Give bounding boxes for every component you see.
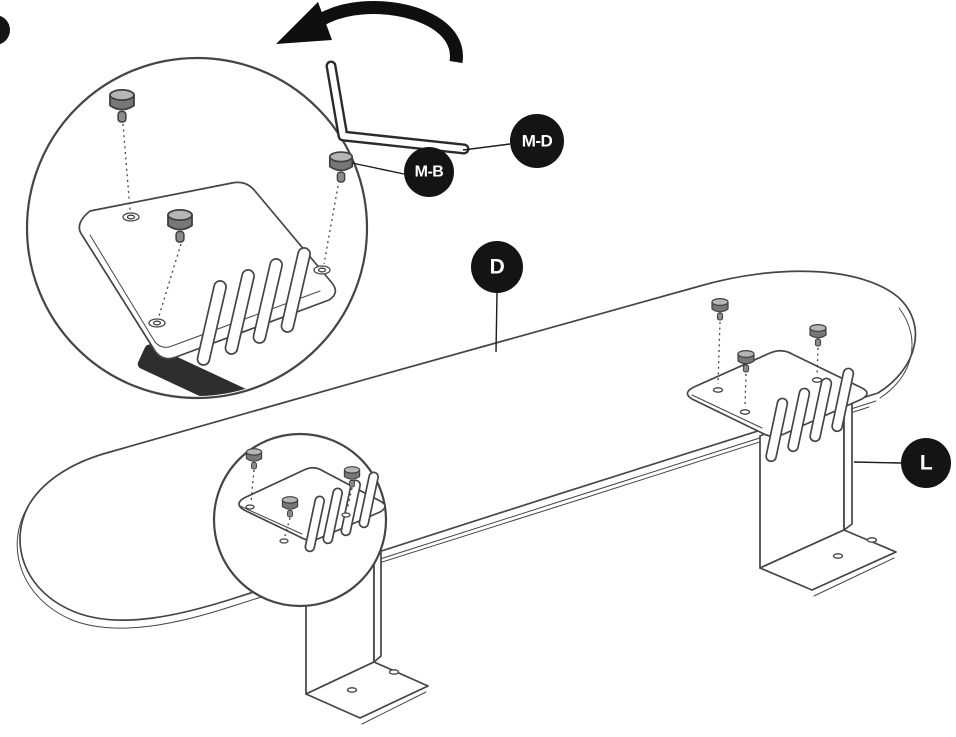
callout-l: L: [853, 438, 951, 488]
slot: [831, 367, 855, 433]
badge-circle: [901, 438, 951, 488]
badge-label: D: [490, 256, 505, 279]
badge-label: M-D: [522, 132, 553, 151]
foot-hole: [388, 669, 400, 675]
deck-right-cap-line: [879, 307, 913, 399]
alignment-dotted-line: [158, 243, 182, 317]
bracket-slots-detail: [196, 247, 311, 366]
callout-md: M-D: [462, 114, 564, 168]
alignment-dotted-line: [816, 347, 819, 375]
leader-line: [853, 461, 902, 464]
leader-line: [495, 292, 498, 353]
bent-edge: [137, 344, 255, 396]
slot: [224, 269, 255, 355]
screw-hole: [279, 538, 289, 544]
alignment-dotted-line: [346, 487, 353, 511]
l-bracket-right: [686, 298, 897, 597]
foot-hole: [346, 687, 358, 693]
slot: [252, 258, 283, 344]
slot: [809, 377, 833, 443]
alignment-dotted-line: [717, 321, 721, 385]
callout-d: D: [471, 241, 523, 353]
bracket-plate-edge: [239, 505, 303, 535]
callout-mb: M-B: [351, 147, 454, 197]
bracket-foot: [305, 661, 429, 719]
badge-circle: [510, 114, 564, 168]
leader-line: [462, 143, 511, 151]
bracket-foot-thickness: [813, 557, 895, 597]
screw-hole: [739, 409, 751, 415]
bracket-foot: [759, 529, 897, 591]
screw-hole: [811, 377, 823, 383]
badge-label: M-B: [415, 164, 444, 181]
screw-hole: [341, 512, 351, 518]
bracket-foot-thickness: [361, 691, 427, 725]
rotation-arrow: [276, 1, 463, 64]
badge-circle: [404, 147, 454, 197]
slot: [196, 280, 227, 366]
bracket-wall-side: [843, 397, 853, 531]
slot: [322, 487, 343, 545]
magnifier-circle-center: [212, 432, 388, 608]
deck-thickness-line: [16, 400, 877, 629]
slot: [280, 247, 311, 333]
slot: [765, 397, 789, 463]
cropped-step-marker: [0, 15, 10, 45]
bracket-plate-edge: [691, 394, 763, 429]
slot: [787, 387, 811, 453]
badge-circle: [471, 241, 523, 293]
foot-hole: [832, 553, 844, 559]
slot: [304, 495, 325, 553]
bracket-plate-edge: [89, 234, 321, 348]
slot: [340, 479, 361, 537]
alignment-dotted-line: [323, 185, 339, 265]
screw-hole: [245, 504, 255, 510]
slot: [358, 471, 379, 529]
screw-hole: [712, 387, 724, 393]
bracket-slots: [304, 471, 379, 553]
detail-inset-circle: [25, 56, 369, 400]
screw-hole-detail: [122, 212, 140, 222]
screw-hole-detail: [313, 265, 331, 275]
bracket-slots: [765, 367, 855, 463]
screw-hole-detail: [148, 318, 166, 328]
leader-line: [351, 162, 405, 175]
hex-key: [325, 60, 470, 155]
foot-hole: [866, 537, 878, 543]
badge-label: L: [920, 452, 933, 475]
